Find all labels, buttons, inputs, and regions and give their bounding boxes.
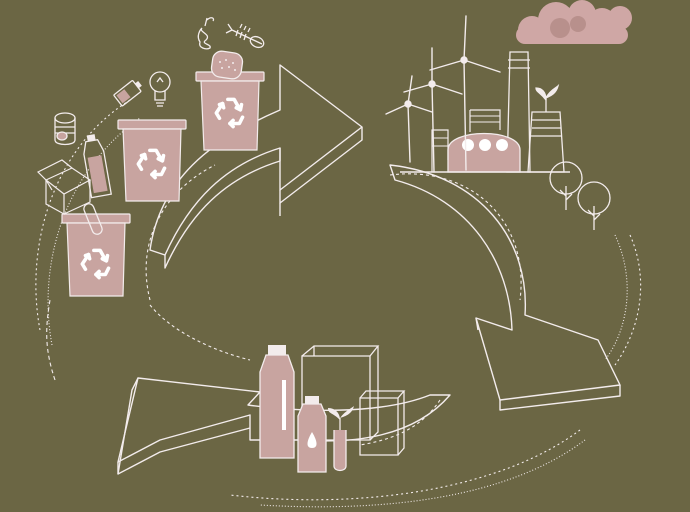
battery-icon [113,80,142,107]
waste-group [36,17,265,297]
tree-icon [549,161,583,210]
paper-clip-icon [83,203,103,235]
tin-can-icon [54,112,76,146]
tree-icon [577,181,611,230]
plastic-bottle-icon [297,396,327,473]
arrow-right-icon [389,164,621,411]
light-bulb-icon [149,71,171,107]
water-drop-icon [307,432,317,448]
recycle-bin-icon [61,213,131,297]
recycle-bin-icon [117,119,187,202]
plastic-bottle-icon [83,134,113,199]
cloud-icon [516,0,632,44]
products-group [259,345,406,473]
sprout-icon [328,406,354,472]
plastic-bottle-icon [259,345,295,459]
wind-turbine-icon [385,75,433,163]
cycle-guide-lines [35,99,642,508]
fish-bone-icon [225,23,265,49]
apple-core-icon [197,17,215,50]
arrow-bottom-icon [117,377,451,475]
cardboard-box-icon [359,390,406,456]
wind-turbine-icon [429,15,501,171]
recycle-bin-icon [195,71,265,151]
bread-icon [210,50,244,80]
cardboard-box-icon [36,159,92,216]
industry-group [385,0,632,230]
wind-turbine-icon [403,47,463,173]
